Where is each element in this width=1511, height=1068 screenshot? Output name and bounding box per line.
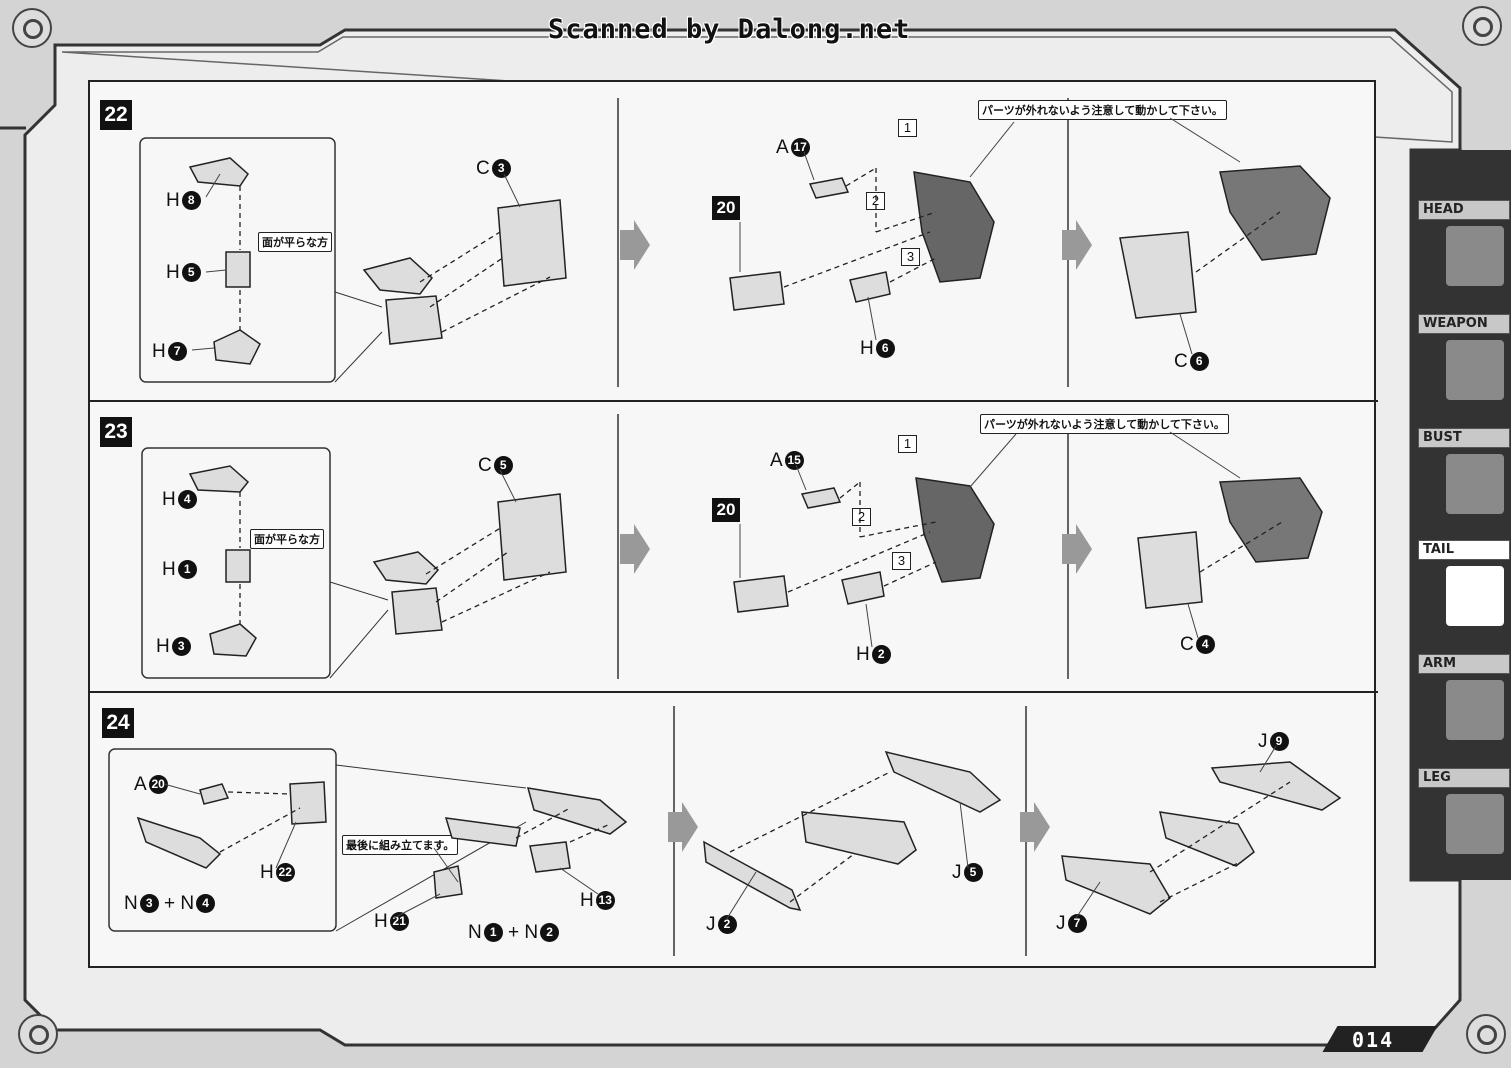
tail-icon: [1444, 564, 1506, 628]
corner-emblem-top-right: [1462, 6, 1502, 46]
note-flat-side: 面が平らな方: [258, 232, 332, 252]
order-box-1: 1: [898, 435, 917, 453]
order-box-3: 3: [892, 552, 911, 570]
tab-label: HEAD: [1418, 200, 1510, 220]
leg-icon: [1444, 792, 1506, 856]
step-number-22: 22: [100, 100, 132, 130]
watermark-text: Scanned by Dalong.net: [548, 14, 911, 45]
arm-icon: [1444, 678, 1506, 742]
tab-label: LEG: [1418, 768, 1510, 788]
page-number: 014: [1352, 1028, 1395, 1052]
head-icon: [1444, 224, 1506, 288]
note-careful-move: パーツが外れないよう注意して動かして下さい。: [978, 100, 1227, 120]
panel-dividers: [90, 98, 1378, 956]
corner-emblem-top-left: [12, 8, 52, 48]
corner-emblem-bottom-right: [1466, 1014, 1506, 1054]
step-number-23: 23: [100, 417, 132, 447]
note-flat-side: 面が平らな方: [250, 529, 324, 549]
note-assemble-last: 最後に組み立てます。: [342, 835, 459, 855]
tab-head[interactable]: HEAD: [1418, 200, 1510, 288]
tab-label: BUST: [1418, 428, 1510, 448]
tab-label: TAIL: [1418, 540, 1510, 560]
tab-label: WEAPON: [1418, 314, 1510, 334]
order-box-1: 1: [898, 119, 917, 137]
tab-weapon[interactable]: WEAPON: [1418, 314, 1510, 402]
subassembly-number-20: 20: [712, 196, 740, 220]
tab-arm[interactable]: ARM: [1418, 654, 1510, 742]
order-box-2: 2: [866, 192, 885, 210]
tab-bust[interactable]: BUST: [1418, 428, 1510, 516]
note-careful-move: パーツが外れないよう注意して動かして下さい。: [980, 414, 1229, 434]
tab-tail[interactable]: TAIL: [1418, 540, 1510, 628]
corner-emblem-bottom-left: [18, 1014, 58, 1054]
order-box-2: 2: [852, 508, 871, 526]
subassembly-number-20: 20: [712, 498, 740, 522]
tab-label: ARM: [1418, 654, 1510, 674]
tab-leg[interactable]: LEG: [1418, 768, 1510, 856]
category-tabs: HEAD WEAPON BUST TAIL ARM LEG: [1410, 160, 1511, 882]
order-box-3: 3: [901, 248, 920, 266]
bust-icon: [1444, 452, 1506, 516]
step-number-24: 24: [102, 708, 134, 738]
weapon-icon: [1444, 338, 1506, 402]
